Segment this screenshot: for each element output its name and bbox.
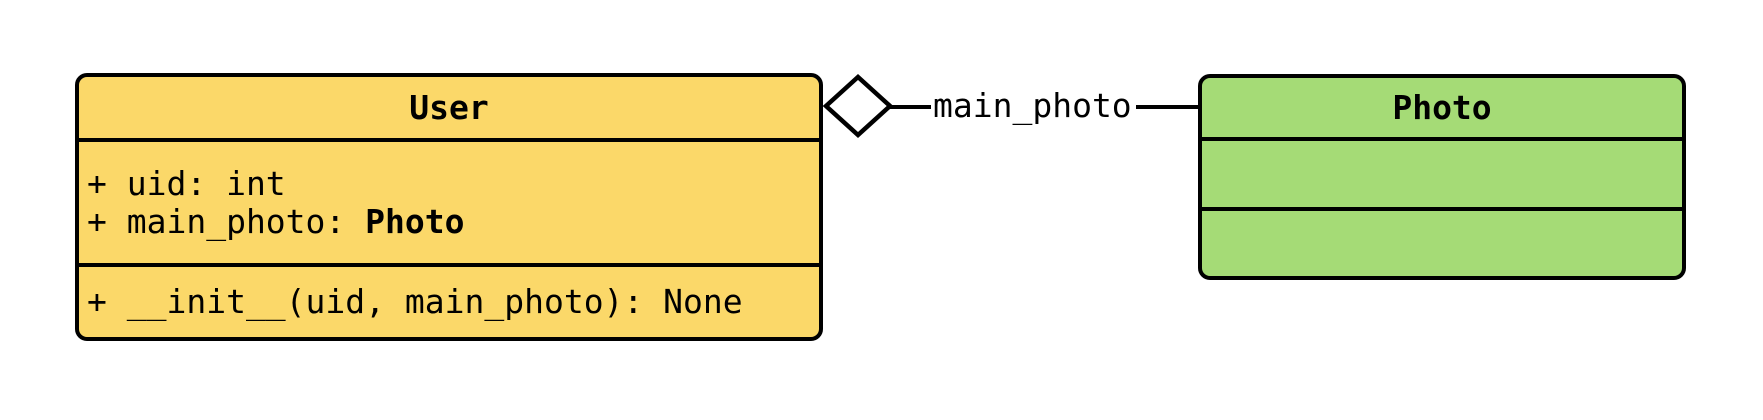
photo-methods-compartment xyxy=(1202,207,1682,276)
member-text: + uid: int xyxy=(87,163,286,203)
member-line: + __init__(uid, main_photo): None xyxy=(87,283,819,321)
class-title-photo: Photo xyxy=(1392,88,1492,127)
member-line: + main_photo: Photo xyxy=(87,201,819,241)
aggregation-diamond-icon xyxy=(822,73,894,139)
class-box-photo: Photo xyxy=(1198,74,1686,280)
member-text: + main_photo: xyxy=(87,201,366,241)
type-reference: Photo xyxy=(365,201,465,241)
photo-attributes-compartment xyxy=(1202,137,1682,207)
edge-label-main-photo: main_photo xyxy=(933,85,1132,125)
class-box-user: User + uid: int+ main_photo: Photo + __i… xyxy=(75,73,823,341)
class-title-user: User xyxy=(409,88,489,127)
member-text: + __init__(uid, main_photo): None xyxy=(87,282,743,321)
member-line: + uid: int xyxy=(87,163,819,203)
user-attributes-compartment: + uid: int+ main_photo: Photo xyxy=(79,138,819,263)
user-methods-compartment: + __init__(uid, main_photo): None xyxy=(79,263,819,337)
